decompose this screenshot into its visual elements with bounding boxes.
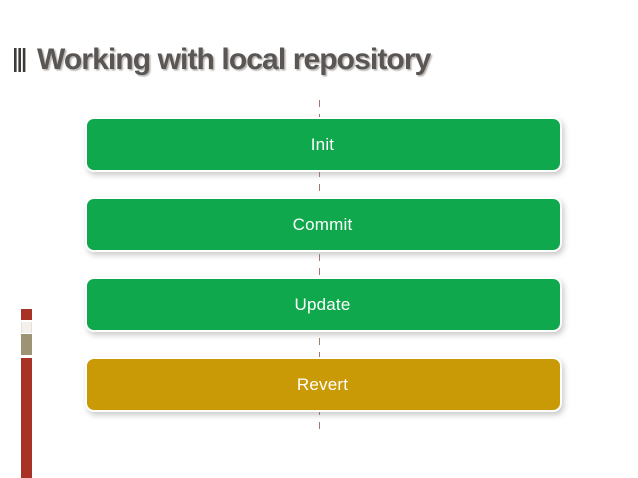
rail-segment-stem xyxy=(21,358,32,478)
rail-segment-cap xyxy=(21,309,32,320)
rail-segment-light xyxy=(21,322,32,333)
process-step-label: Commit xyxy=(292,214,353,234)
page-title-text: Working with local repository xyxy=(37,43,431,76)
process-connector-line xyxy=(319,100,320,432)
rail-segment-khaki xyxy=(21,334,32,355)
page-title: Working with local repository xyxy=(12,38,431,82)
process-step-commit[interactable]: Commit xyxy=(85,197,562,252)
process-step-revert[interactable]: Revert xyxy=(85,357,562,412)
left-decorative-rail xyxy=(21,309,32,478)
process-step-update[interactable]: Update xyxy=(85,277,562,332)
process-step-label: Init xyxy=(310,134,335,154)
triple-vertical-bars-icon xyxy=(12,47,28,73)
process-step-label: Update xyxy=(294,294,351,314)
process-step-label: Revert xyxy=(296,374,349,394)
process-step-init[interactable]: Init xyxy=(85,117,562,172)
